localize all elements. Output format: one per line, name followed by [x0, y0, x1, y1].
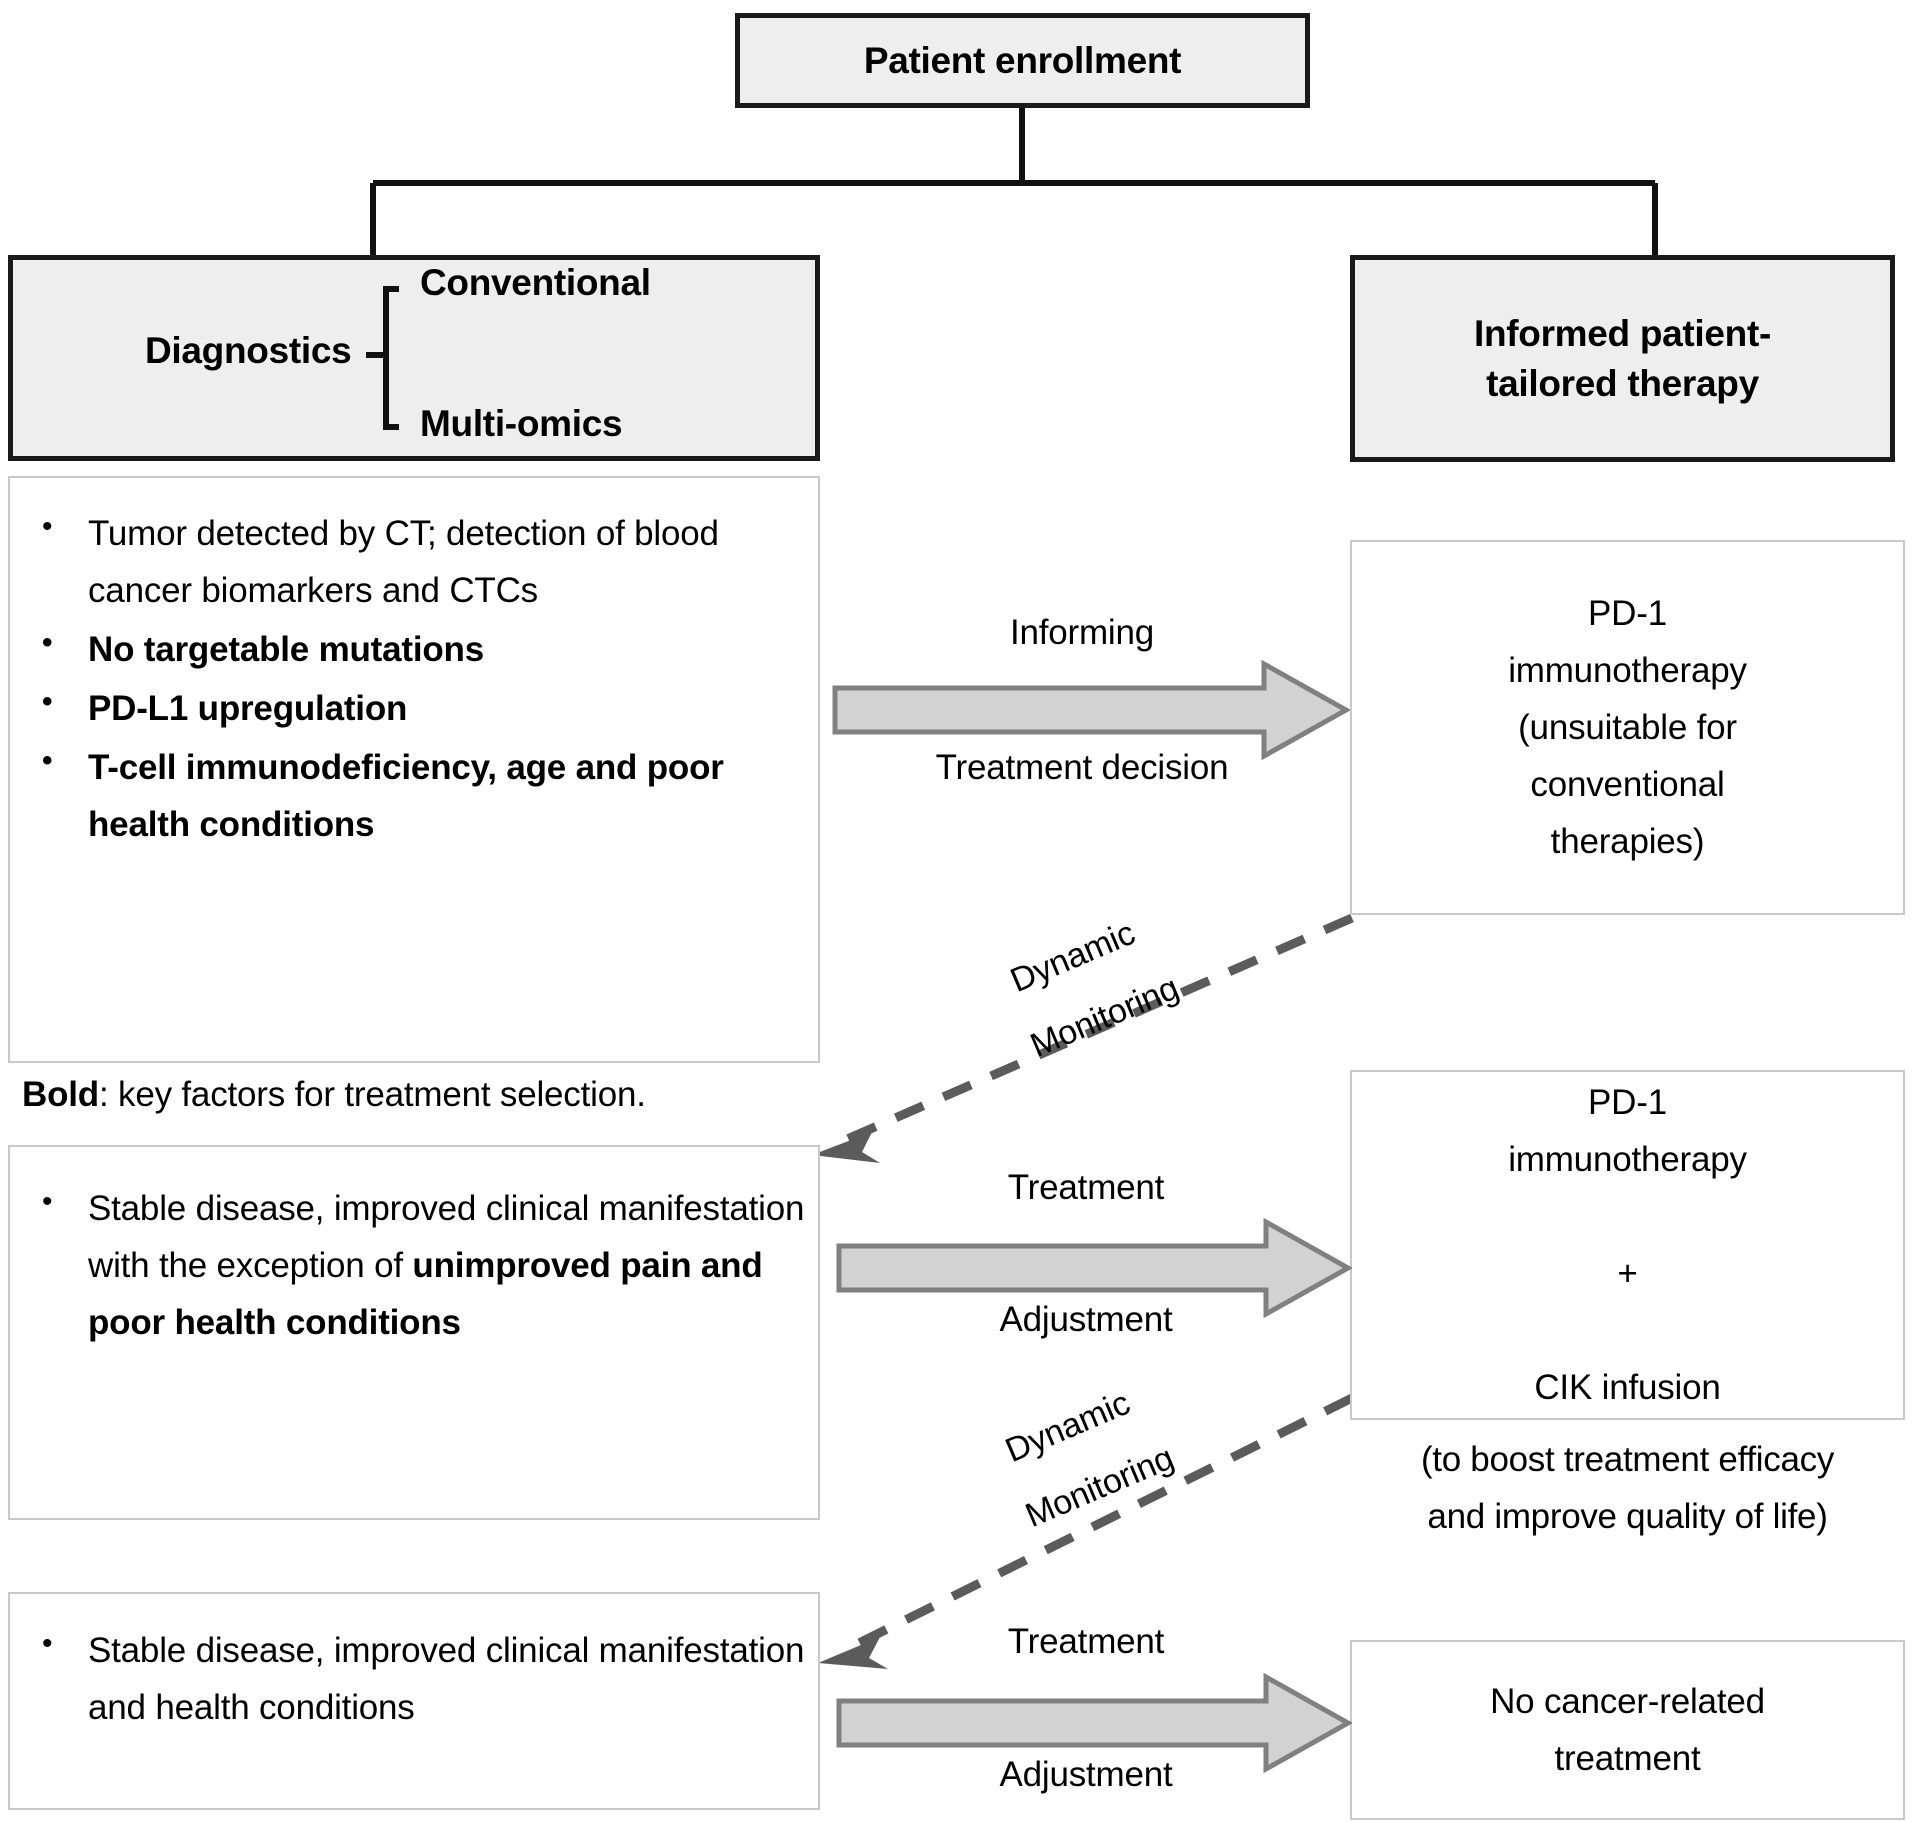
baseline-findings-list: Tumor detected by CT; detection of blood… [10, 478, 818, 853]
treatment-label-1: Treatment [1007, 1168, 1165, 1207]
diagnostics-branch-conventional: Conventional [420, 262, 651, 303]
dynamic-monitoring-label-2a: Dynamic [1000, 1383, 1136, 1470]
cik-line-3: + [1617, 1254, 1638, 1293]
informing-treatment-decision-arrow [832, 660, 1350, 760]
dynamic-monitoring-label-1a: Dynamic [1005, 913, 1141, 1000]
pd1-immunotherapy-box: PD-1 immunotherapy (unsuitable for conve… [1350, 540, 1905, 915]
pd1-plus-cik-caption: (to boost treatment efficacy and improve… [1340, 1432, 1913, 1545]
diagnostics-box [8, 255, 820, 461]
no-treatment-text: No cancer-related treatment [1352, 1673, 1903, 1787]
bold-legend-prefix: Bold [22, 1075, 99, 1114]
first-followup-normal-text: Stable disease, improved clinical manife… [88, 1189, 805, 1286]
first-followup-bold-text: unimproved pain and poor health conditio… [88, 1246, 763, 1343]
second-followup-findings-box: Stable disease, improved clinical manife… [8, 1592, 820, 1810]
pd1-line-3: (unsuitable for [1518, 707, 1737, 747]
pd1-plus-cik-text: PD-1 immunotherapy + CIK infusion [1352, 1074, 1903, 1416]
treatment-adjustment-arrow-2 [836, 1673, 1352, 1773]
informed-therapy-label: Informed patient- tailored therapy [1474, 309, 1771, 409]
informed-patient-tailored-therapy-box: Informed patient- tailored therapy [1350, 255, 1895, 462]
no-treatment-line-1: No cancer-related [1490, 1681, 1765, 1721]
informed-therapy-line-2: tailored therapy [1486, 362, 1759, 404]
brace-stem-icon [366, 352, 386, 358]
cik-line-1: PD-1 [1588, 1082, 1667, 1122]
baseline-findings-box: Tumor detected by CT; detection of blood… [8, 476, 820, 1063]
list-item: No targetable mutations [10, 619, 818, 678]
cik-line-2: immunotherapy [1508, 1139, 1747, 1179]
list-item: T-cell immunodeficiency, age and poor he… [10, 737, 818, 853]
no-treatment-box: No cancer-related treatment [1350, 1640, 1905, 1820]
patient-enrollment-box: Patient enrollment [735, 13, 1310, 108]
cik-caption-line-2: and improve quality of life) [1427, 1496, 1828, 1536]
bold-legend-note: Bold: key factors for treatment selectio… [22, 1075, 646, 1115]
informed-therapy-line-1: Informed patient- [1473, 312, 1772, 354]
list-item: Stable disease, improved clinical manife… [10, 1178, 818, 1351]
pd1-line-5: therapies) [1550, 822, 1705, 862]
pd1-line-1: PD-1 [1588, 593, 1667, 633]
diagnostics-branch-multi-omics: Multi-omics [420, 403, 623, 444]
pd1-plus-cik-box: PD-1 immunotherapy + CIK infusion [1350, 1070, 1905, 1420]
adjustment-label-2: Adjustment [999, 1755, 1173, 1794]
treatment-label-2: Treatment [1007, 1622, 1165, 1661]
first-followup-findings-box: Stable disease, improved clinical manife… [8, 1145, 820, 1520]
cik-line-4: CIK infusion [1534, 1368, 1721, 1408]
treatment-decision-label: Treatment decision [935, 748, 1229, 787]
treatment-adjustment-arrow-1 [836, 1218, 1352, 1318]
no-treatment-line-2: treatment [1554, 1739, 1701, 1778]
second-followup-findings-list: Stable disease, improved clinical manife… [10, 1594, 818, 1736]
list-item: PD-L1 upregulation [10, 678, 818, 737]
pd1-line-4: conventional [1530, 765, 1725, 805]
patient-enrollment-label: Patient enrollment [863, 39, 1182, 81]
first-followup-findings-list: Stable disease, improved clinical manife… [10, 1147, 818, 1351]
pd1-line-2: immunotherapy [1508, 650, 1747, 690]
informing-label: Informing [1009, 613, 1155, 652]
pd1-immunotherapy-text: PD-1 immunotherapy (unsuitable for conve… [1352, 585, 1903, 870]
adjustment-label-1: Adjustment [999, 1300, 1173, 1339]
list-item: Tumor detected by CT; detection of blood… [10, 503, 818, 619]
diagnostics-label: Diagnostics [145, 330, 352, 371]
list-item: Stable disease, improved clinical manife… [10, 1620, 818, 1736]
brace-bracket-icon [383, 286, 399, 430]
cik-caption-line-1: (to boost treatment efficacy [1420, 1440, 1835, 1479]
bold-legend-rest: : key factors for treatment selection. [98, 1075, 646, 1114]
